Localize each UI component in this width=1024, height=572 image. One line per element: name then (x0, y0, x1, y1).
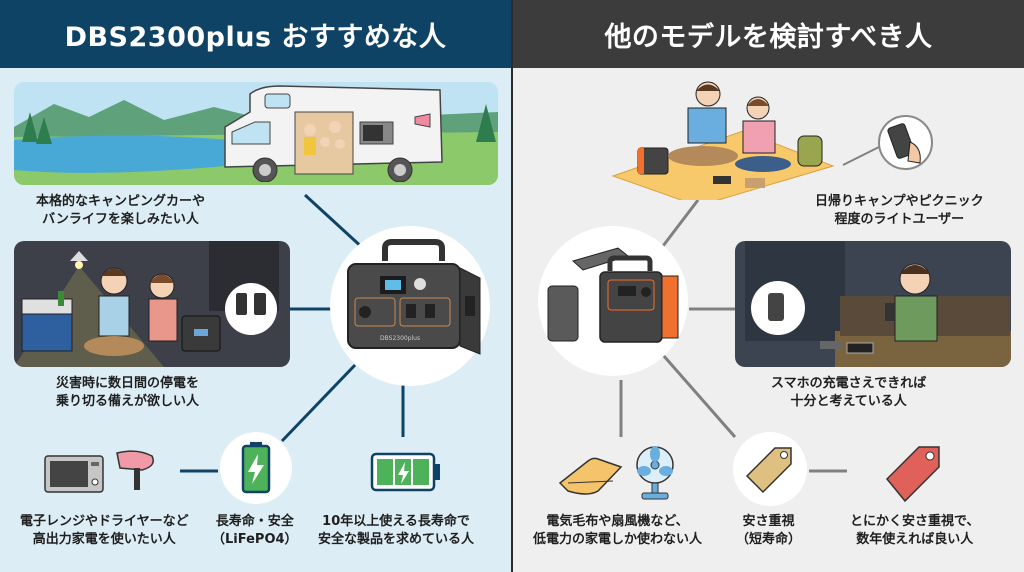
phone-charging-scene (735, 241, 1011, 367)
right-connectors (619, 144, 884, 473)
caption-longlife: 10年以上使える長寿命で 安全な製品を求めている人 (318, 513, 474, 549)
right-panel-consider-other: 他のモデルを検討すべき人 日帰りキャンプやピクニック 程度のライトユーザー (513, 0, 1024, 572)
caption-line: 高出力家電を使いたい人 (32, 532, 176, 547)
caption-line: 安さ重視 (742, 514, 795, 529)
caption-line: 程度のライトユーザー (834, 212, 965, 227)
portable-power-station-icon: DBS2300plus (347, 239, 481, 355)
blanket-and-fan-icon (558, 446, 674, 500)
full-battery-icon (370, 452, 440, 492)
caption-line: 十分と考えている人 (790, 394, 907, 409)
caption-camper: 本格的なキャンピングカーや バンライフを楽しみたい人 (36, 193, 205, 229)
caption-line: 日帰りキャンプやピクニック (815, 194, 984, 209)
connector-cheap (661, 354, 737, 438)
left-connectors (180, 193, 405, 473)
phone-in-hand-bubble (878, 115, 933, 170)
caption-cheap: 安さ重視 （短寿命） (736, 513, 801, 549)
battery-bolt-icon (241, 442, 271, 494)
caption-line: （短寿命） (736, 532, 802, 547)
caption-line: 長寿命・安全 (215, 514, 294, 529)
caption-line: （LiFePO4） (212, 532, 298, 547)
connector-lifepo4 (280, 363, 357, 443)
connector-phone-bubble (842, 144, 884, 166)
caption-line: 安全な製品を求めている人 (318, 532, 475, 547)
caption-picnic: 日帰りキャンプやピクニック 程度のライトユーザー (815, 193, 984, 229)
caption-line: 乗り切る備えが欲しい人 (56, 394, 200, 409)
caption-line: 数年使えれば良い人 (856, 532, 974, 547)
panel-divider (511, 0, 513, 572)
left-panel-recommended: DBS2300plus おすすめな人 本格的なキャンピングカーや (0, 0, 511, 572)
caption-line: 本格的なキャンピングカーや (36, 194, 206, 209)
power-outage-scene (14, 241, 290, 367)
hub-power-station: DBS2300plus (330, 226, 490, 386)
connector-camper (303, 193, 367, 252)
phone-in-hand-icon (887, 123, 921, 164)
caption-line: バンライフを楽しみたい人 (42, 212, 199, 227)
hub-small-power (538, 226, 688, 376)
microwave-and-dryer-icon (44, 450, 154, 493)
caption-lowpower: 電気毛布や扇風機など、 低電力の家電しか使わない人 (533, 513, 702, 549)
connector-picnic (661, 199, 700, 247)
caption-line: 低電力の家電しか使わない人 (533, 532, 703, 547)
caption-appliances: 電子レンジやドライヤーなど 高出力家電を使いたい人 (20, 513, 189, 549)
caption-blackout: 災害時に数日間の停電を 乗り切る備えが欲しい人 (56, 375, 199, 411)
small-power-bank-and-station-icon (547, 247, 679, 343)
caption-lifepo4: 長寿命・安全 （LiFePO4） (212, 513, 298, 549)
red-price-tag-icon (885, 446, 940, 503)
caption-line: 電気毛布や扇風機など、 (546, 514, 689, 529)
hub-battery (220, 432, 292, 504)
caption-line: 10年以上使える長寿命で (322, 514, 470, 529)
camper-van-icon (224, 85, 443, 182)
caption-line: 災害時に数日間の停電を (56, 376, 200, 391)
picnic-scene (611, 81, 835, 200)
caption-budget: とにかく安さ重視で、 数年使えれば良い人 (850, 513, 979, 549)
caption-phone: スマホの充電さえできれば 十分と考えている人 (771, 375, 926, 411)
caption-line: 電子レンジやドライヤーなど (20, 514, 189, 529)
hub-price-tag (733, 432, 807, 506)
caption-line: とにかく安さ重視で、 (850, 514, 980, 529)
caption-line: スマホの充電さえできれば (771, 376, 927, 391)
price-tag-icon (745, 447, 792, 494)
hub-model-label: DBS2300plus (380, 335, 420, 342)
right-panel-title: 他のモデルを検討すべき人 (513, 0, 1024, 68)
left-panel-title: DBS2300plus おすすめな人 (0, 0, 511, 68)
